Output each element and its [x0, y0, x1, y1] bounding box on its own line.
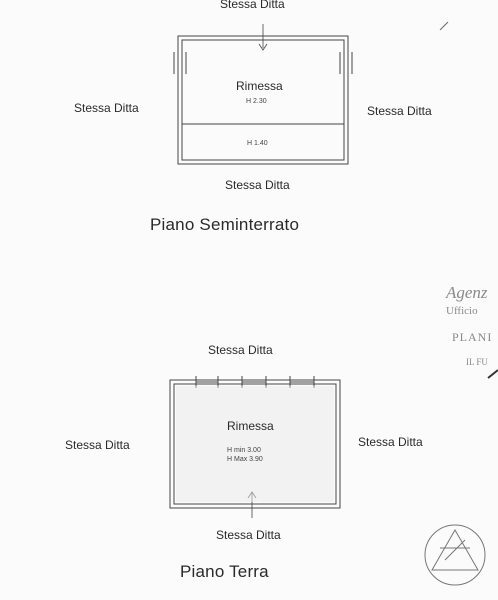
semi-top-label: Stessa Ditta — [220, 0, 285, 11]
stamp-line-2: Ufficio — [446, 305, 478, 317]
semi-left-label: Stessa Ditta — [74, 101, 139, 115]
semi-room-height: H 2.30 — [246, 98, 267, 105]
ground-outer-wall — [169, 379, 341, 509]
ground-right-label: Stessa Ditta — [358, 435, 423, 449]
ground-floor-title: Piano Terra — [180, 562, 269, 581]
semi-lower-height: H 1.40 — [247, 140, 268, 147]
ground-h-max: H Max 3.90 — [227, 456, 263, 463]
ground-h-min: H min 3.00 — [227, 447, 261, 454]
ground-left-label: Stessa Ditta — [65, 438, 130, 452]
ground-bottom-label: Stessa Ditta — [216, 528, 281, 542]
ground-top-label: Stessa Ditta — [208, 343, 273, 357]
stamp-line-1: Agenz — [446, 283, 488, 302]
semi-bottom-label: Stessa Ditta — [225, 178, 290, 192]
semi-right-label: Stessa Ditta — [367, 104, 432, 118]
semi-floor-title: Piano Seminterrato — [150, 215, 300, 234]
semi-room-name: Rimessa — [236, 79, 283, 93]
ground-room-name: Rimessa — [227, 419, 274, 433]
stamp-line-4: IL FU — [466, 357, 488, 367]
stamp-seal-icon — [424, 524, 486, 586]
ground-inner-wall — [173, 383, 337, 505]
stamp-line-3: PLANI — [452, 330, 493, 344]
